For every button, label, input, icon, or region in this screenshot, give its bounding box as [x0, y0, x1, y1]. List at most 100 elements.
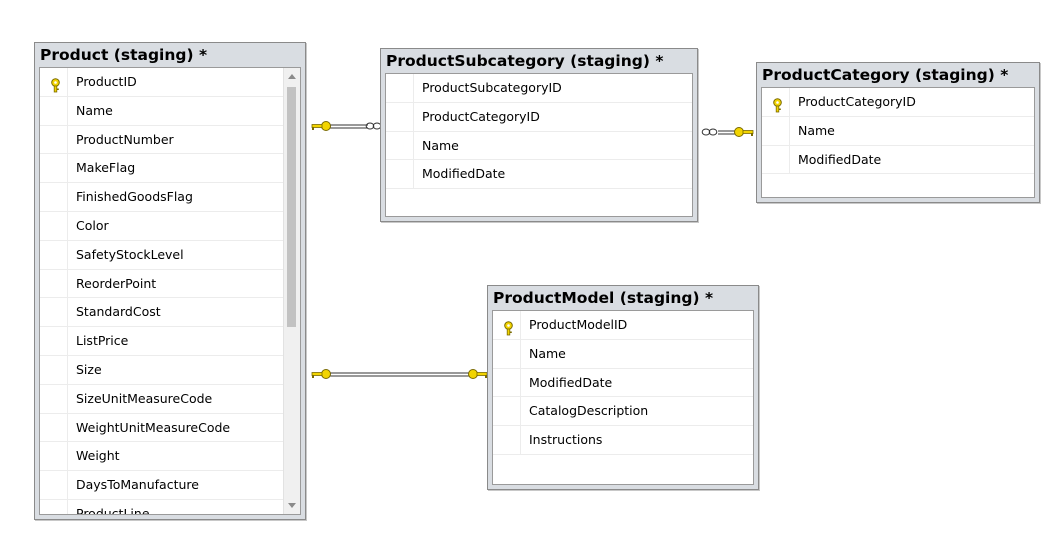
- row-selector[interactable]: [40, 499, 68, 514]
- row-selector[interactable]: [40, 183, 68, 211]
- row-selector[interactable]: [386, 131, 414, 160]
- column-row[interactable]: SizeUnitMeasureCode: [40, 384, 283, 414]
- row-selector[interactable]: [40, 154, 68, 183]
- primary-key-icon: [502, 318, 515, 336]
- primary-key-icon: [771, 95, 784, 113]
- relationship-product-model[interactable]: [311, 369, 488, 379]
- column-row[interactable]: ProductSubcategoryID: [386, 74, 692, 103]
- row-selector[interactable]: [493, 339, 521, 368]
- column-row[interactable]: DaysToManufacture: [40, 471, 283, 500]
- column-row[interactable]: ReorderPoint: [40, 269, 283, 299]
- column-name: ProductCategoryID: [422, 108, 540, 124]
- column-row[interactable]: Instructions: [493, 426, 753, 455]
- column-name: ProductModelID: [529, 317, 628, 332]
- row-selector[interactable]: [493, 426, 521, 454]
- column-row[interactable]: Name: [386, 131, 692, 161]
- column-name: FinishedGoodsFlag: [76, 189, 193, 205]
- row-selector[interactable]: [386, 160, 414, 189]
- key-icon: [468, 369, 488, 379]
- key-icon: [734, 127, 754, 137]
- table-title[interactable]: ProductSubcategory (staging) *: [386, 52, 664, 70]
- column-row[interactable]: Color: [40, 211, 283, 241]
- column-row[interactable]: ProductCategoryID: [386, 102, 692, 132]
- row-selector[interactable]: [40, 211, 68, 240]
- column-row[interactable]: Weight: [40, 442, 283, 472]
- column-row[interactable]: ProductLine: [40, 499, 283, 515]
- vertical-scrollbar[interactable]: [283, 68, 300, 514]
- column-name: Weight: [76, 448, 120, 464]
- column-name: CatalogDescription: [529, 403, 649, 419]
- key-icon: [311, 121, 331, 131]
- column-name: SizeUnitMeasureCode: [76, 390, 213, 406]
- column-name: Name: [798, 122, 835, 138]
- row-selector[interactable]: [493, 311, 521, 339]
- row-selector[interactable]: [40, 298, 68, 327]
- row-selector[interactable]: [40, 327, 68, 355]
- infinity-icon: [365, 122, 382, 130]
- column-row[interactable]: MakeFlag: [40, 154, 283, 184]
- column-row[interactable]: ProductModelID: [493, 311, 753, 340]
- column-row[interactable]: CatalogDescription: [493, 397, 753, 427]
- row-selector[interactable]: [762, 116, 790, 145]
- column-row[interactable]: Name: [493, 339, 753, 369]
- primary-key-icon: [49, 75, 62, 93]
- column-row[interactable]: SafetyStockLevel: [40, 240, 283, 270]
- column-name: Name: [76, 102, 113, 118]
- column-row[interactable]: FinishedGoodsFlag: [40, 183, 283, 212]
- column-row[interactable]: Name: [762, 116, 1034, 146]
- column-name: ReorderPoint: [76, 275, 157, 291]
- row-selector[interactable]: [40, 96, 68, 125]
- row-selector[interactable]: [762, 145, 790, 174]
- table-productmodel[interactable]: ProductModel (staging) * ProductModelID N…: [487, 285, 759, 490]
- table-title[interactable]: Product (staging) *: [40, 46, 208, 64]
- column-name: ProductLine: [76, 505, 150, 515]
- table-productcategory[interactable]: ProductCategory (staging) * ProductCateg…: [756, 62, 1040, 203]
- column-name: ModifiedDate: [529, 374, 613, 390]
- row-selector[interactable]: [40, 355, 68, 384]
- column-name: WeightUnitMeasureCode: [76, 419, 231, 435]
- row-selector[interactable]: [493, 368, 521, 397]
- column-row[interactable]: ProductNumber: [40, 125, 283, 155]
- row-selector[interactable]: [493, 397, 521, 426]
- column-row[interactable]: Name: [40, 96, 283, 126]
- scroll-down-arrow-icon[interactable]: [284, 497, 300, 514]
- column-name: ProductID: [76, 74, 137, 89]
- table-title[interactable]: ProductModel (staging) *: [493, 289, 714, 307]
- row-selector[interactable]: [40, 471, 68, 499]
- scrollbar-thumb[interactable]: [287, 87, 296, 327]
- row-selector[interactable]: [386, 102, 414, 131]
- row-selector[interactable]: [386, 74, 414, 102]
- column-row[interactable]: WeightUnitMeasureCode: [40, 413, 283, 443]
- column-row[interactable]: StandardCost: [40, 298, 283, 328]
- column-row[interactable]: ModifiedDate: [386, 160, 692, 190]
- table-title[interactable]: ProductCategory (staging) *: [762, 66, 1009, 84]
- column-row[interactable]: ModifiedDate: [493, 368, 753, 398]
- relationship-subcategory-category[interactable]: [701, 127, 754, 137]
- column-row[interactable]: ProductCategoryID: [762, 88, 1034, 117]
- row-selector[interactable]: [40, 68, 68, 96]
- row-selector[interactable]: [762, 88, 790, 116]
- row-selector[interactable]: [40, 413, 68, 442]
- column-name: Size: [76, 361, 102, 377]
- column-row[interactable]: ListPrice: [40, 327, 283, 356]
- row-selector[interactable]: [40, 442, 68, 471]
- column-row[interactable]: ProductID: [40, 68, 283, 97]
- column-name: Color: [76, 217, 109, 233]
- column-name: ModifiedDate: [798, 151, 882, 167]
- column-row[interactable]: ModifiedDate: [762, 145, 1034, 175]
- row-selector[interactable]: [40, 125, 68, 154]
- scroll-up-arrow-icon[interactable]: [284, 68, 300, 85]
- column-name: ProductNumber: [76, 131, 174, 147]
- relationship-product-subcategory[interactable]: [311, 121, 382, 131]
- row-selector[interactable]: [40, 384, 68, 413]
- table-productsubcategory[interactable]: ProductSubcategory (staging) * ProductSu…: [380, 48, 698, 222]
- row-selector[interactable]: [40, 240, 68, 269]
- row-selector[interactable]: [40, 269, 68, 298]
- column-row[interactable]: Size: [40, 355, 283, 385]
- column-name: SafetyStockLevel: [76, 246, 184, 262]
